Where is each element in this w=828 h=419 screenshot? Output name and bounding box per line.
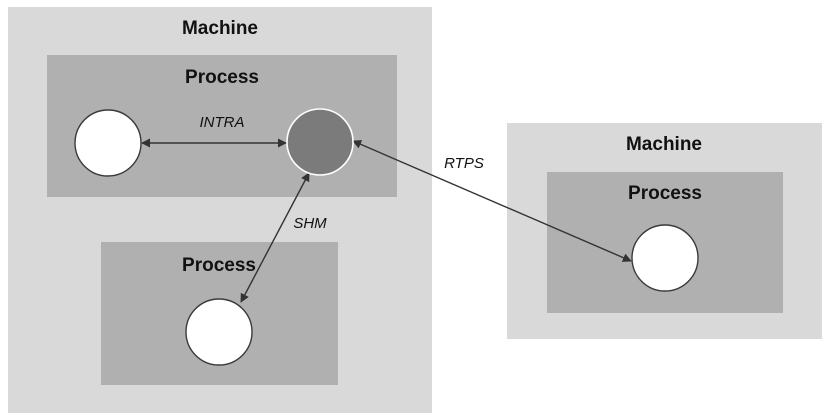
process-bottom-left-title: Process: [182, 255, 256, 276]
shm-participant-node: [185, 298, 253, 366]
central-participant-node: [286, 108, 354, 176]
rtps-edge: [352, 140, 632, 262]
remote-participant-node: [631, 224, 699, 292]
rtps-edge-label: RTPS: [444, 155, 484, 172]
machine-right-title: Machine: [626, 134, 702, 155]
intra-edge-label: INTRA: [200, 114, 245, 131]
process-top-left-title: Process: [185, 67, 259, 88]
shm-edge: [240, 172, 310, 303]
process-right-title: Process: [628, 183, 702, 204]
shm-edge-label: SHM: [293, 215, 327, 232]
machine-left-title: Machine: [182, 18, 258, 39]
intra-participant-node: [74, 109, 142, 177]
